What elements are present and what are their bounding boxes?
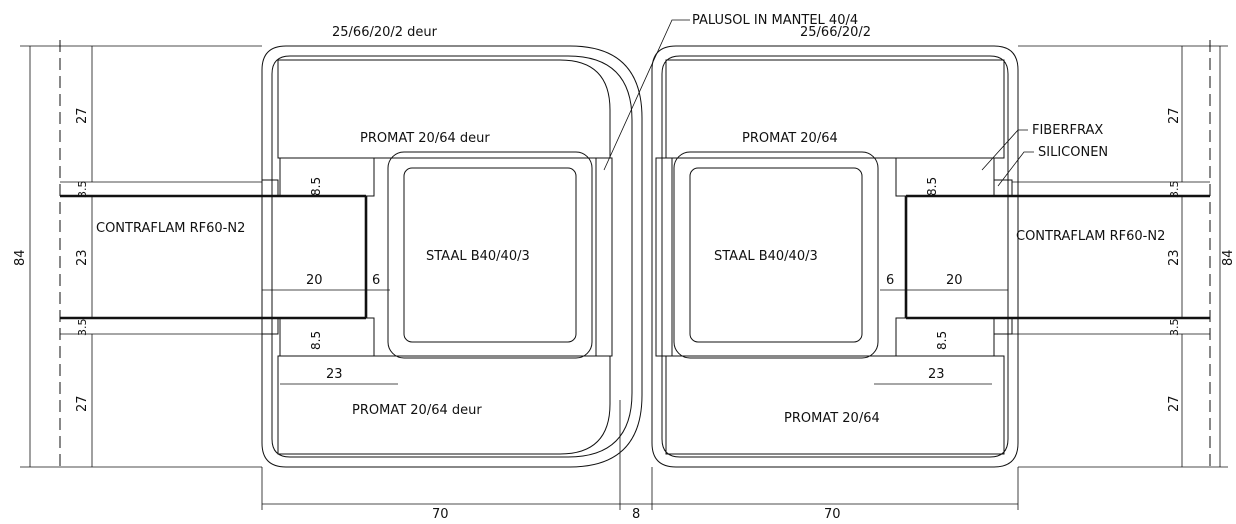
dim-lower-left: 27 bbox=[75, 395, 90, 412]
dim-glass-right: 23 bbox=[1167, 249, 1182, 266]
label-promat-bottom-right: PROMAT 20/64 bbox=[784, 411, 880, 426]
left-hex-top bbox=[279, 157, 375, 197]
right-palusol-strip bbox=[655, 157, 673, 357]
left-steel-inner bbox=[403, 167, 577, 343]
label-promat-top-left: PROMAT 20/64 deur bbox=[360, 131, 490, 146]
right-seal-bottom bbox=[993, 317, 1013, 335]
right-casing-inner bbox=[661, 55, 1009, 458]
right-glass bbox=[904, 181, 1210, 335]
label-glass-right: CONTRAFLAM RF60-N2 bbox=[1016, 229, 1165, 244]
left-promat-bottom bbox=[277, 355, 611, 455]
label-casing-right: 25/66/20/2 bbox=[800, 25, 871, 40]
dim-insert-left: 23 bbox=[326, 367, 343, 382]
dim-lower-right: 27 bbox=[1167, 395, 1182, 412]
dim-joint: 8 bbox=[632, 507, 640, 522]
right-profile bbox=[651, 45, 1019, 468]
label-steel-left: STAAL B40/40/3 bbox=[426, 249, 530, 264]
dim-seal-top-right: 3.5 bbox=[1168, 181, 1181, 199]
left-promat-top bbox=[277, 59, 611, 159]
dim-seal-bottom-right: 3.5 bbox=[1168, 319, 1181, 337]
left-casing-outer bbox=[261, 45, 643, 468]
dim-insert-right: 23 bbox=[928, 367, 945, 382]
annotations: 25/66/20/2 deur 25/66/20/2 PALUSOL IN MA… bbox=[13, 13, 1236, 522]
left-palusol-strip bbox=[595, 157, 613, 357]
label-casing-left: 25/66/20/2 deur bbox=[332, 25, 438, 40]
left-steel-outer bbox=[387, 151, 593, 359]
right-hex-top bbox=[895, 157, 995, 197]
right-seal-top bbox=[993, 179, 1013, 197]
dim-hex-bottom-left: 8.5 bbox=[309, 331, 323, 350]
dim-total-height-left: 84 bbox=[13, 249, 28, 266]
label-steel-right: STAAL B40/40/3 bbox=[714, 249, 818, 264]
label-glass-left: CONTRAFLAM RF60-N2 bbox=[96, 221, 245, 236]
dim-rebate-left: 20 bbox=[306, 273, 323, 288]
dim-rebate-right: 20 bbox=[946, 273, 963, 288]
dim-hex-bottom-right: 8.5 bbox=[935, 331, 949, 350]
label-promat-top-right: PROMAT 20/64 bbox=[742, 131, 838, 146]
dim-total-height-right: 84 bbox=[1221, 249, 1236, 266]
right-promat-top bbox=[665, 59, 1005, 159]
left-glass bbox=[60, 181, 368, 335]
label-fiberfrax: FIBERFRAX bbox=[1032, 123, 1103, 138]
dim-glass-left: 23 bbox=[75, 249, 90, 266]
dim-width-right: 70 bbox=[824, 507, 841, 522]
dim-gap-right: 6 bbox=[886, 273, 894, 288]
dim-gap-left: 6 bbox=[372, 273, 380, 288]
right-steel-outer bbox=[673, 151, 879, 359]
dim-upper-left: 27 bbox=[75, 107, 90, 124]
label-promat-bottom-left: PROMAT 20/64 deur bbox=[352, 403, 482, 418]
left-seal-top bbox=[261, 179, 279, 197]
dim-hex-top-left: 8.5 bbox=[309, 177, 323, 196]
dim-seal-bottom-left: 3.5 bbox=[76, 319, 89, 337]
left-seal-bottom bbox=[261, 317, 279, 335]
label-siliconen: SILICONEN bbox=[1038, 145, 1108, 160]
dim-hex-top-right: 8.5 bbox=[925, 177, 939, 196]
label-palusol: PALUSOL IN MANTEL 40/4 bbox=[692, 13, 858, 28]
dim-width-left: 70 bbox=[432, 507, 449, 522]
right-steel-inner bbox=[689, 167, 863, 343]
right-casing-outer bbox=[651, 45, 1019, 468]
right-promat-bottom bbox=[665, 355, 1005, 455]
dimension-lines bbox=[20, 19, 1228, 510]
left-casing-inner bbox=[271, 55, 633, 458]
dim-upper-right: 27 bbox=[1167, 107, 1182, 124]
dim-seal-top-left: 3.5 bbox=[76, 181, 89, 199]
left-hex-bottom bbox=[279, 317, 375, 357]
